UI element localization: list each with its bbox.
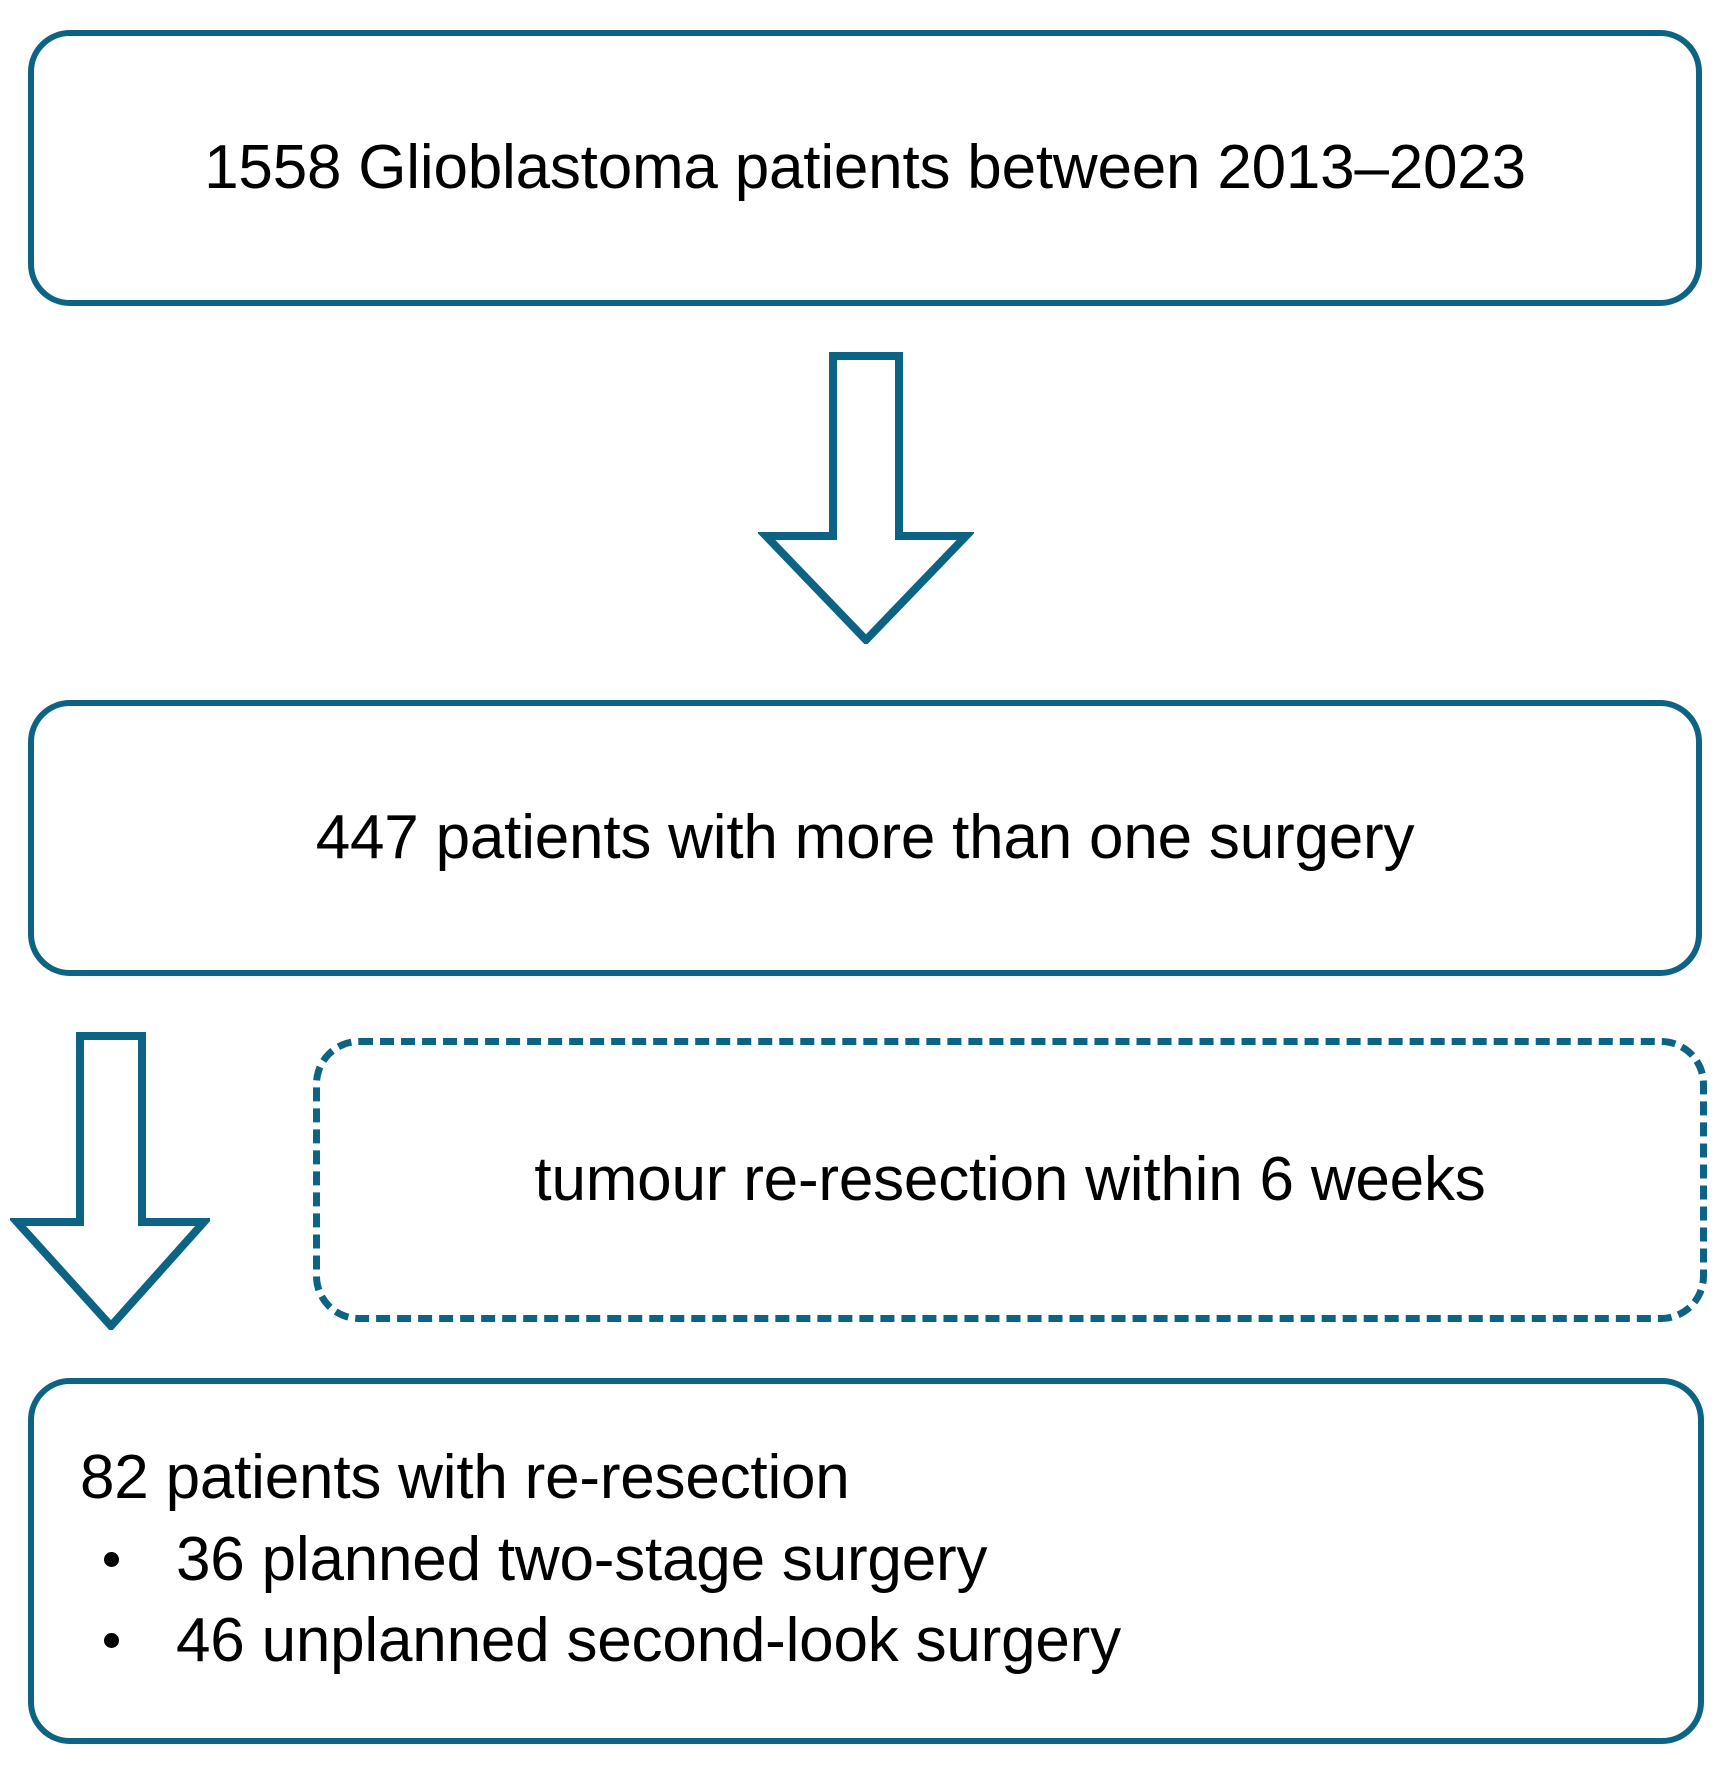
bullet-dot-icon — [104, 1552, 119, 1568]
list-item-label: 36 planned two-stage surgery — [176, 1524, 988, 1594]
node-criterion: tumour re-resection within 6 weeks — [313, 1038, 1707, 1322]
bullet-dot-icon — [104, 1632, 119, 1648]
node-re-resection: 82 patients with re-resection 36 planned… — [28, 1378, 1704, 1744]
node-re-resection-heading: 82 patients with re-resection — [80, 1442, 850, 1512]
node-criterion-label: tumour re-resection within 6 weeks — [534, 1145, 1486, 1215]
node-cohort: 1558 Glioblastoma patients between 2013–… — [28, 30, 1702, 306]
node-multi-surgery-label: 447 patients with more than one surgery — [315, 803, 1415, 873]
down-block-arrow-icon — [756, 352, 976, 646]
node-cohort-label: 1558 Glioblastoma patients between 2013–… — [204, 133, 1526, 203]
list-item: 46 unplanned second-look surgery — [80, 1601, 1698, 1682]
list-item-label: 46 unplanned second-look surgery — [176, 1605, 1121, 1675]
list-item: 36 planned two-stage surgery — [80, 1520, 1698, 1601]
node-re-resection-content: 82 patients with re-resection 36 planned… — [80, 1441, 1698, 1681]
node-multi-surgery: 447 patients with more than one surgery — [28, 700, 1702, 976]
down-block-arrow-icon — [7, 1032, 213, 1332]
re-resection-breakdown-list: 36 planned two-stage surgery 46 unplanne… — [80, 1520, 1698, 1681]
